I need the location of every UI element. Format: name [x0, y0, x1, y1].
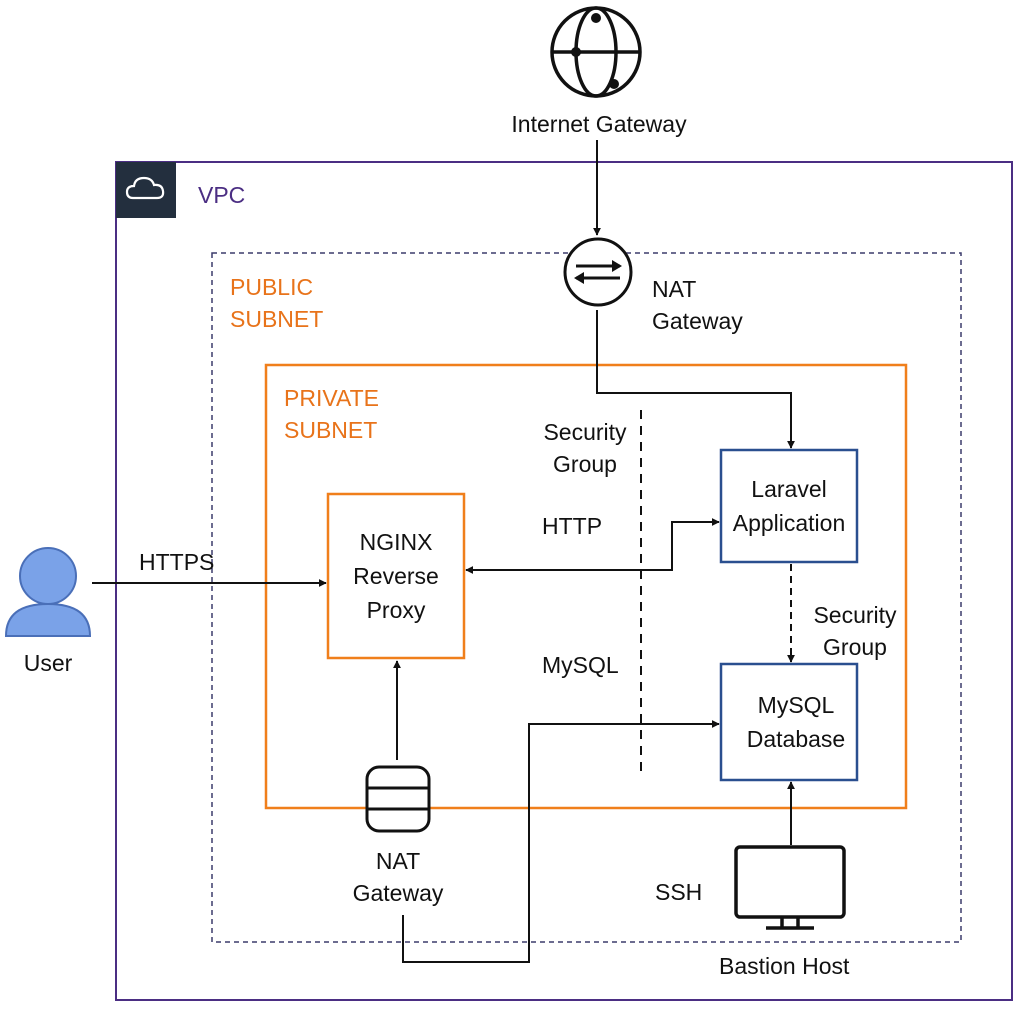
monitor-icon — [734, 845, 846, 931]
vpc-label: VPC — [198, 182, 246, 208]
nat-router-icon — [562, 236, 634, 308]
nat-to-laravel-arrow — [596, 310, 795, 449]
internet-gateway-label: Internet Gateway — [511, 111, 687, 137]
bastion-host-label: Bastion Host — [719, 953, 850, 979]
security-group-label-1: Security Group — [543, 419, 627, 477]
nginx-label: NGINX Reverse Proxy — [353, 529, 439, 623]
https-label: HTTPS — [139, 549, 215, 575]
nginx-box — [326, 492, 466, 660]
vpc-container — [115, 161, 1013, 1001]
laravel-box — [719, 448, 859, 564]
laravel-label: Laravel Application — [732, 476, 846, 536]
security-group-label-2: Security Group — [813, 602, 897, 660]
mysql-database-label: MySQL Database — [746, 692, 846, 752]
globe-icon — [548, 4, 644, 100]
database-stack-icon — [364, 764, 432, 834]
nat-gateway-bottom-label: NAT Gateway — [352, 848, 444, 906]
mysql-edge-label: MySQL — [542, 652, 619, 678]
public-subnet-container — [211, 252, 962, 943]
ssh-label: SSH — [655, 879, 703, 905]
private-subnet-label: PRIVATE SUBNET — [284, 385, 379, 443]
public-subnet-label: PUBLIC SUBNET — [230, 274, 324, 332]
mysql-box — [719, 662, 859, 782]
nat-gateway-top-label: NAT Gateway — [652, 276, 743, 334]
user-label: User — [23, 650, 73, 676]
http-label: HTTP — [542, 513, 603, 539]
user-icon — [4, 546, 92, 638]
http-arrow — [465, 518, 720, 574]
mysql-connection-arrow — [402, 720, 720, 963]
cloud-icon — [116, 162, 176, 218]
private-subnet-container — [264, 363, 908, 810]
